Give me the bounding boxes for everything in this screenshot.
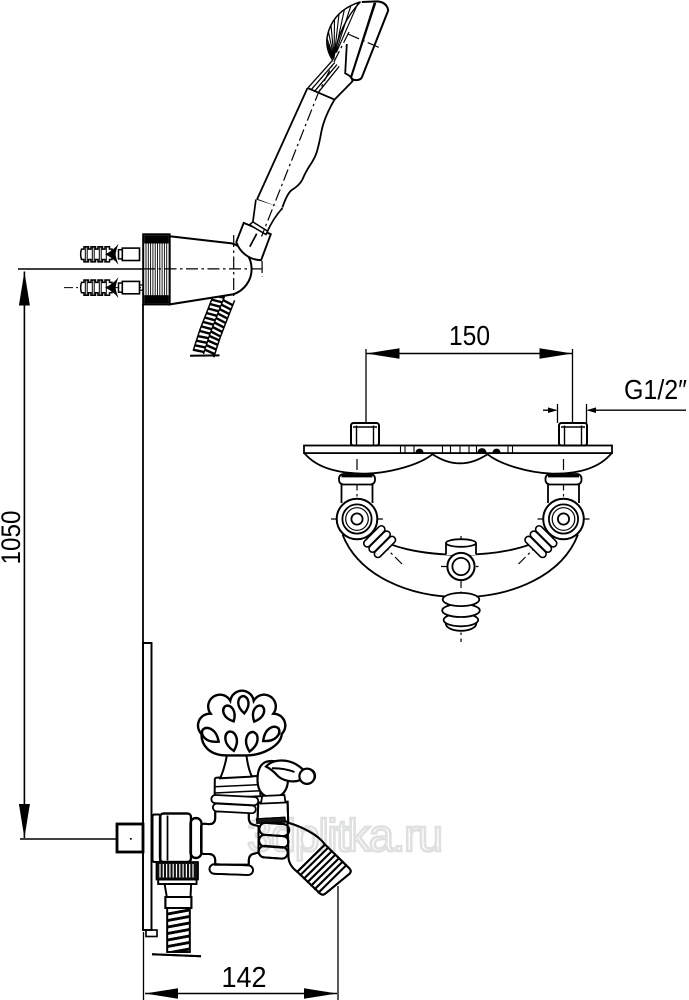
svg-text:1050: 1050	[0, 511, 26, 565]
svg-text:142: 142	[222, 962, 267, 994]
svg-text:G1/2″: G1/2″	[624, 374, 687, 405]
svg-text:150: 150	[449, 320, 490, 351]
